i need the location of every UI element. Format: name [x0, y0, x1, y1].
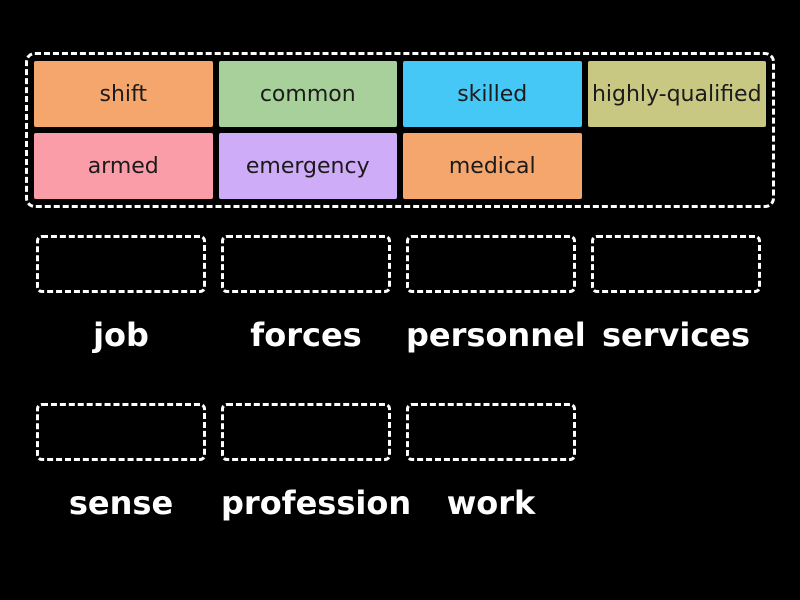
answer-slot: job [36, 235, 206, 355]
word-tile[interactable]: medical [403, 133, 582, 199]
drop-slot[interactable] [406, 403, 576, 461]
answer-group-2: sense profession work [36, 403, 576, 523]
answer-slot: personnel [406, 235, 586, 355]
word-tile[interactable]: common [218, 61, 397, 127]
slot-label: sense [68, 484, 174, 522]
slot-label: work [446, 484, 536, 522]
slot-label: forces [250, 316, 362, 354]
word-bank-empty-cell [588, 133, 767, 199]
slot-label: personnel [406, 316, 586, 354]
word-tile[interactable]: armed [34, 133, 213, 199]
word-tile[interactable]: shift [34, 61, 213, 127]
drop-slot[interactable] [406, 235, 576, 293]
answer-slot: sense [36, 403, 206, 523]
word-bank: shift common skilled highly-qualified ar… [25, 52, 775, 208]
drop-slot[interactable] [221, 235, 391, 293]
drop-slot[interactable] [36, 403, 206, 461]
answer-slot: forces [221, 235, 391, 355]
word-tile[interactable]: emergency [218, 133, 397, 199]
slot-label: job [93, 316, 149, 354]
drop-slot[interactable] [36, 235, 206, 293]
slot-label: profession [221, 484, 412, 522]
word-tile[interactable]: skilled [403, 61, 582, 127]
word-tile[interactable]: highly-qualified [587, 61, 766, 127]
slot-label: services [601, 316, 751, 354]
drop-slot[interactable] [221, 403, 391, 461]
answer-slot: services [591, 235, 761, 355]
answer-group-1: job forces personnel services [36, 235, 761, 355]
answer-slot: work [406, 403, 576, 523]
drop-slot[interactable] [591, 235, 761, 293]
answer-slot: profession [221, 403, 412, 523]
